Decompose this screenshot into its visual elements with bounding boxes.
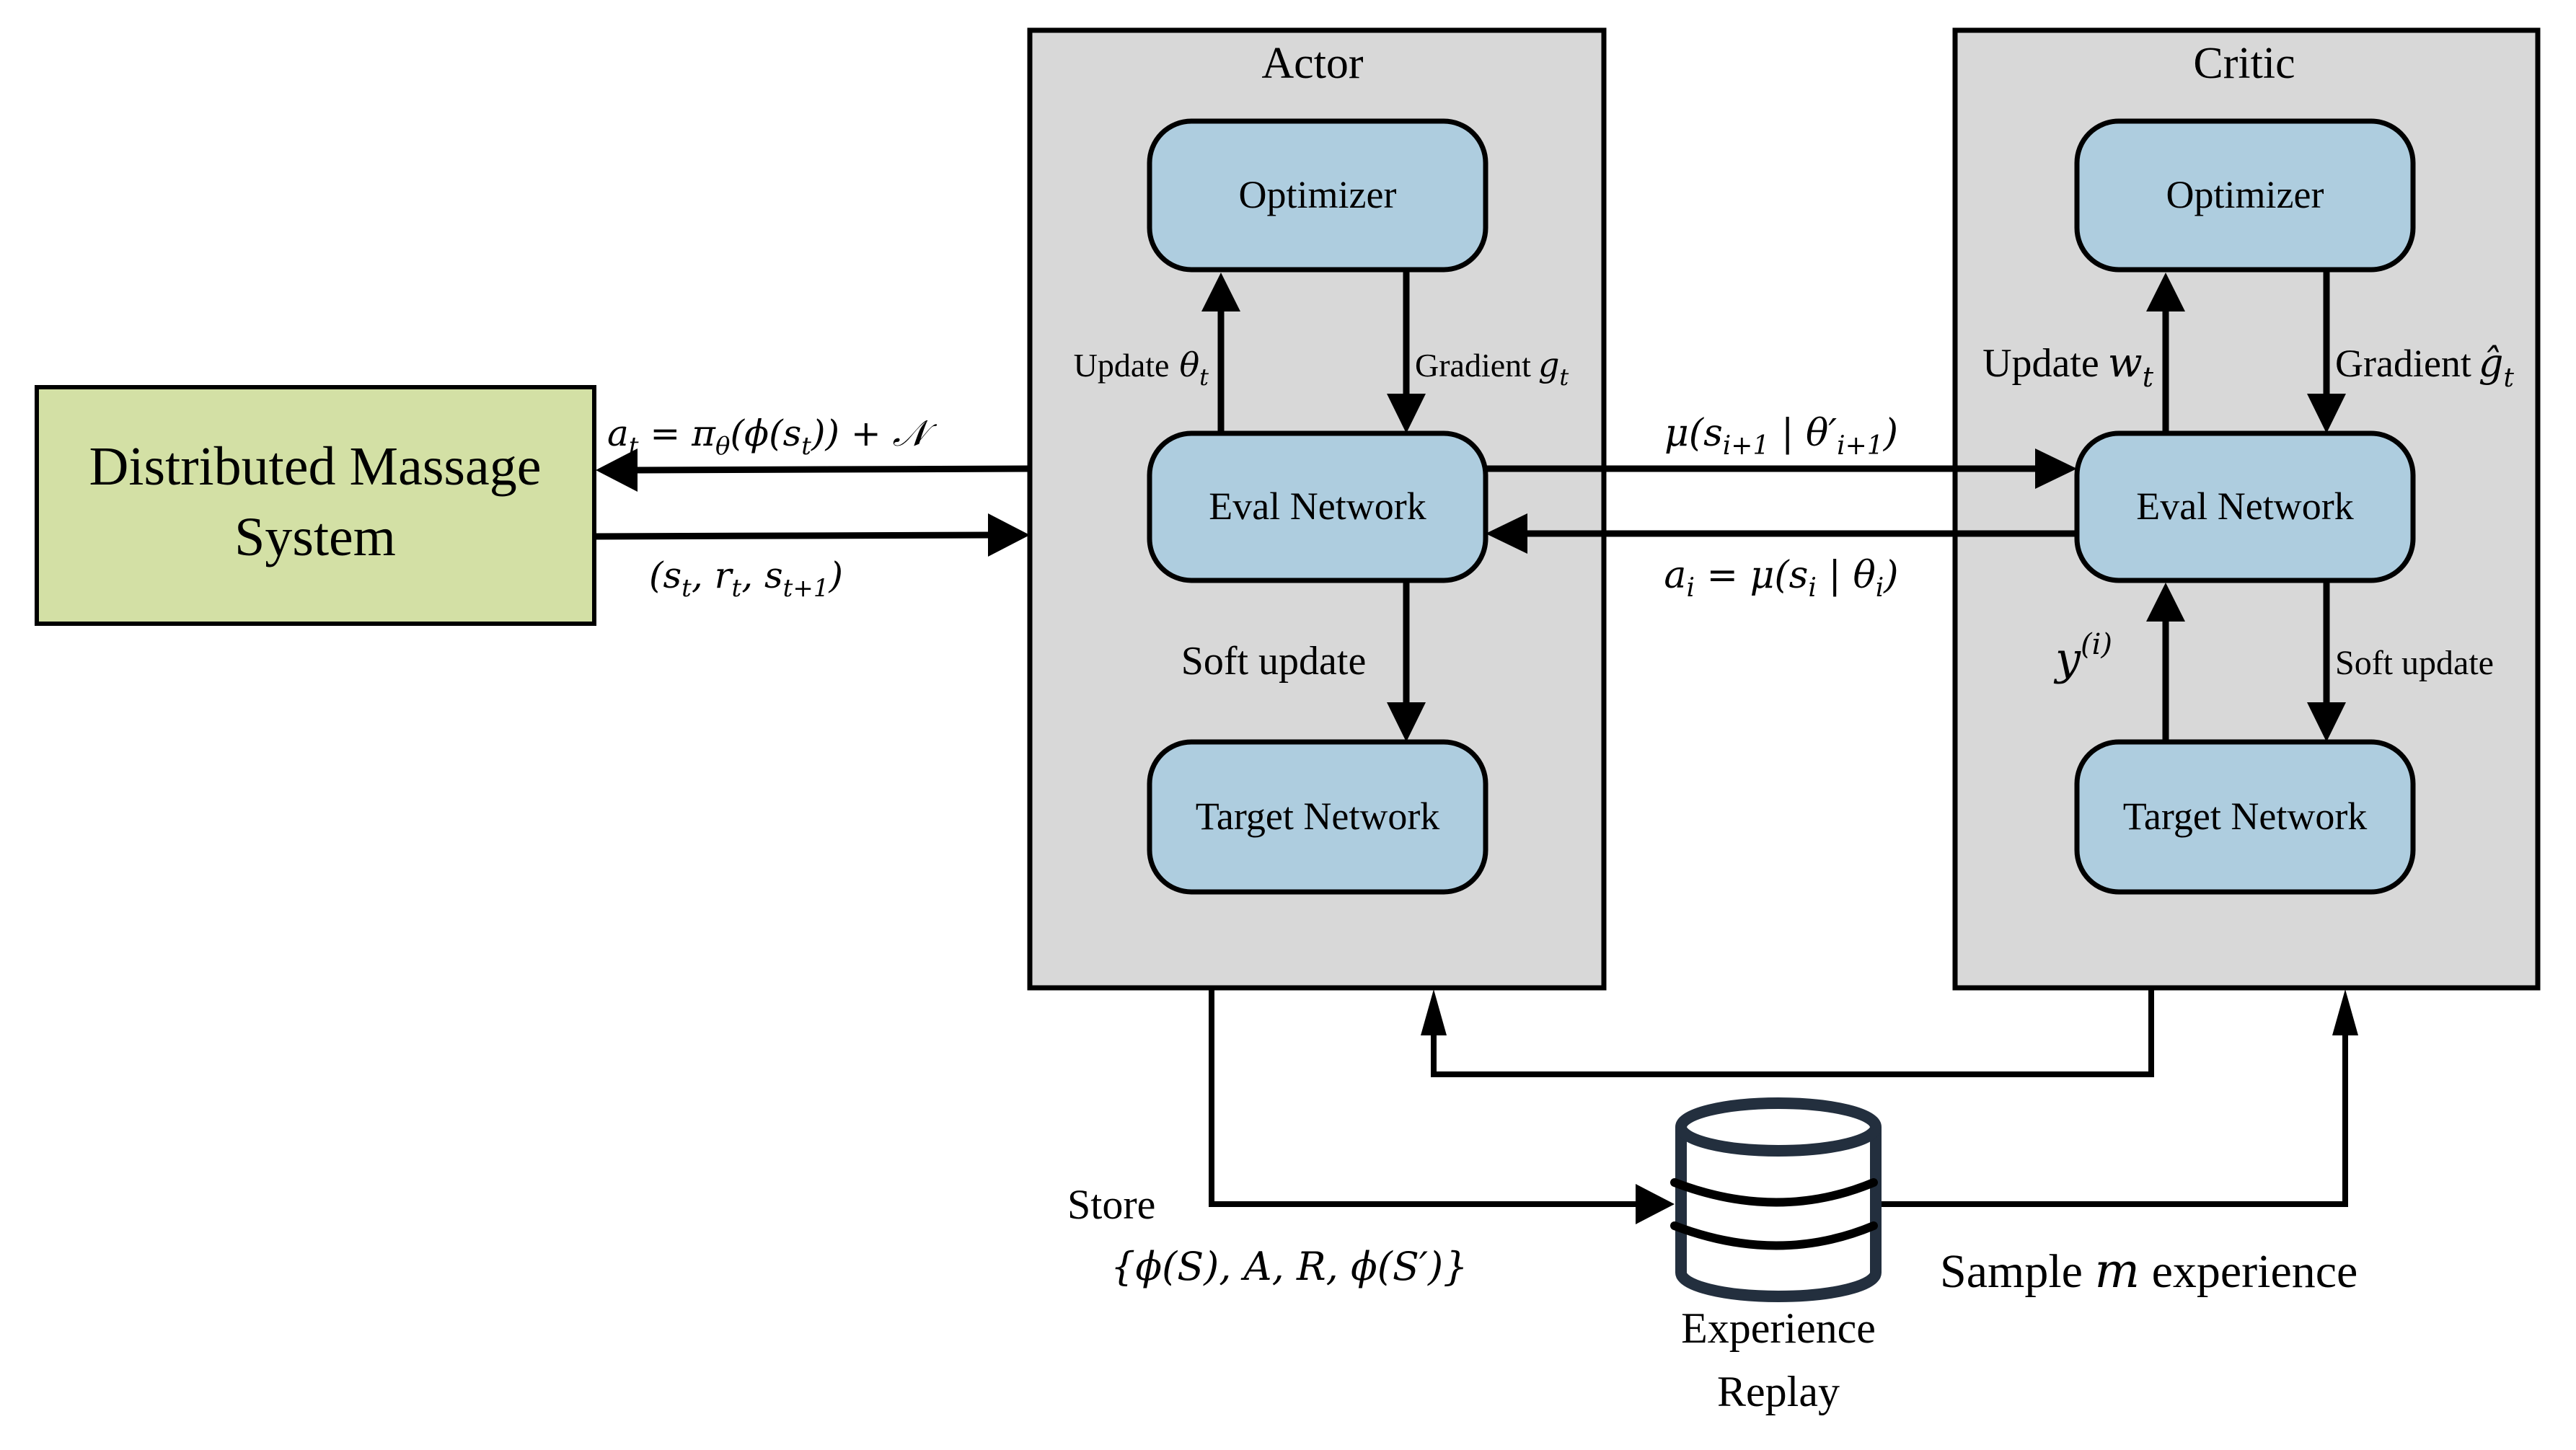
store-tuple-label: {ϕ(S), A, R, ϕ(S′)} xyxy=(1111,1244,1468,1289)
sample-label: Sample m experience xyxy=(1940,1243,2357,1299)
action-arrow-head xyxy=(596,448,638,492)
replay-label-line2: Replay xyxy=(1717,1368,1840,1415)
sample-line xyxy=(1875,1031,2348,1207)
actor-to-critic-arrow-head xyxy=(2035,448,2077,489)
critic-update-arrow-head xyxy=(2146,273,2185,311)
store-line xyxy=(1209,988,1638,1207)
transition-arrow-line xyxy=(594,531,992,540)
actor-eval-label: Eval Network xyxy=(1209,485,1426,528)
actor-gradient-arrow-head xyxy=(1387,394,1426,433)
critic-eval-label: Eval Network xyxy=(2136,485,2353,528)
critic-to-actor-label: ai = μ(si | θi) xyxy=(1664,554,1898,603)
actor-optimizer-block[interactable] xyxy=(1147,118,1488,273)
critic-gradient-arrow-head xyxy=(2307,394,2346,433)
critic-soft-update-arrow-head xyxy=(2307,702,2346,742)
critic-target-label: Target Network xyxy=(2123,795,2368,838)
critic-feedback-line xyxy=(1431,988,2154,1077)
actor-target-block[interactable] xyxy=(1147,739,1488,895)
actor-to-critic-label: μ(si+1 | θ′i+1) xyxy=(1664,412,1898,461)
actor-target-label: Target Network xyxy=(1196,795,1440,838)
replay-label-line1: Experience xyxy=(1681,1304,1876,1352)
critic-target-block[interactable] xyxy=(2074,739,2416,895)
critic-soft-update-label: Soft update xyxy=(2335,644,2494,682)
critic-eval-block[interactable] xyxy=(2074,430,2416,583)
environment-box[interactable] xyxy=(35,385,596,626)
transition-label: (st, rt, st+1) xyxy=(649,554,843,603)
actor-soft-update-label: Soft update xyxy=(1181,639,1367,684)
environment-label-line1: Distributed Massage xyxy=(89,436,542,497)
critic-target-value-label: y(i) xyxy=(2053,628,2112,685)
actor-update-arrow-head xyxy=(1201,273,1240,311)
action-label: at = πθ(ϕ(st)) + 𝒩 xyxy=(607,412,938,461)
critic-to-actor-arrow-head xyxy=(1486,513,1527,554)
actor-soft-update-arrow-head xyxy=(1387,702,1426,742)
critic-target-value-arrow-head xyxy=(2146,583,2185,622)
critic-feedback-arrow-head xyxy=(1421,989,1447,1035)
environment-label-line2: System xyxy=(234,507,396,567)
actor-eval-block[interactable] xyxy=(1147,430,1488,583)
database-icon[interactable] xyxy=(1670,1097,1882,1302)
actor-title: Actor xyxy=(1261,39,1364,88)
actor-optimizer-label: Optimizer xyxy=(1239,173,1397,216)
critic-title: Critic xyxy=(2193,39,2295,88)
action-arrow-line xyxy=(634,465,1031,474)
sample-arrow-head xyxy=(2332,989,2358,1035)
store-label: Store xyxy=(1067,1181,1155,1228)
critic-optimizer-label: Optimizer xyxy=(2166,173,2324,216)
critic-optimizer-block[interactable] xyxy=(2074,118,2416,273)
transition-arrow-head xyxy=(988,513,1030,557)
store-arrow-head xyxy=(1636,1184,1675,1224)
